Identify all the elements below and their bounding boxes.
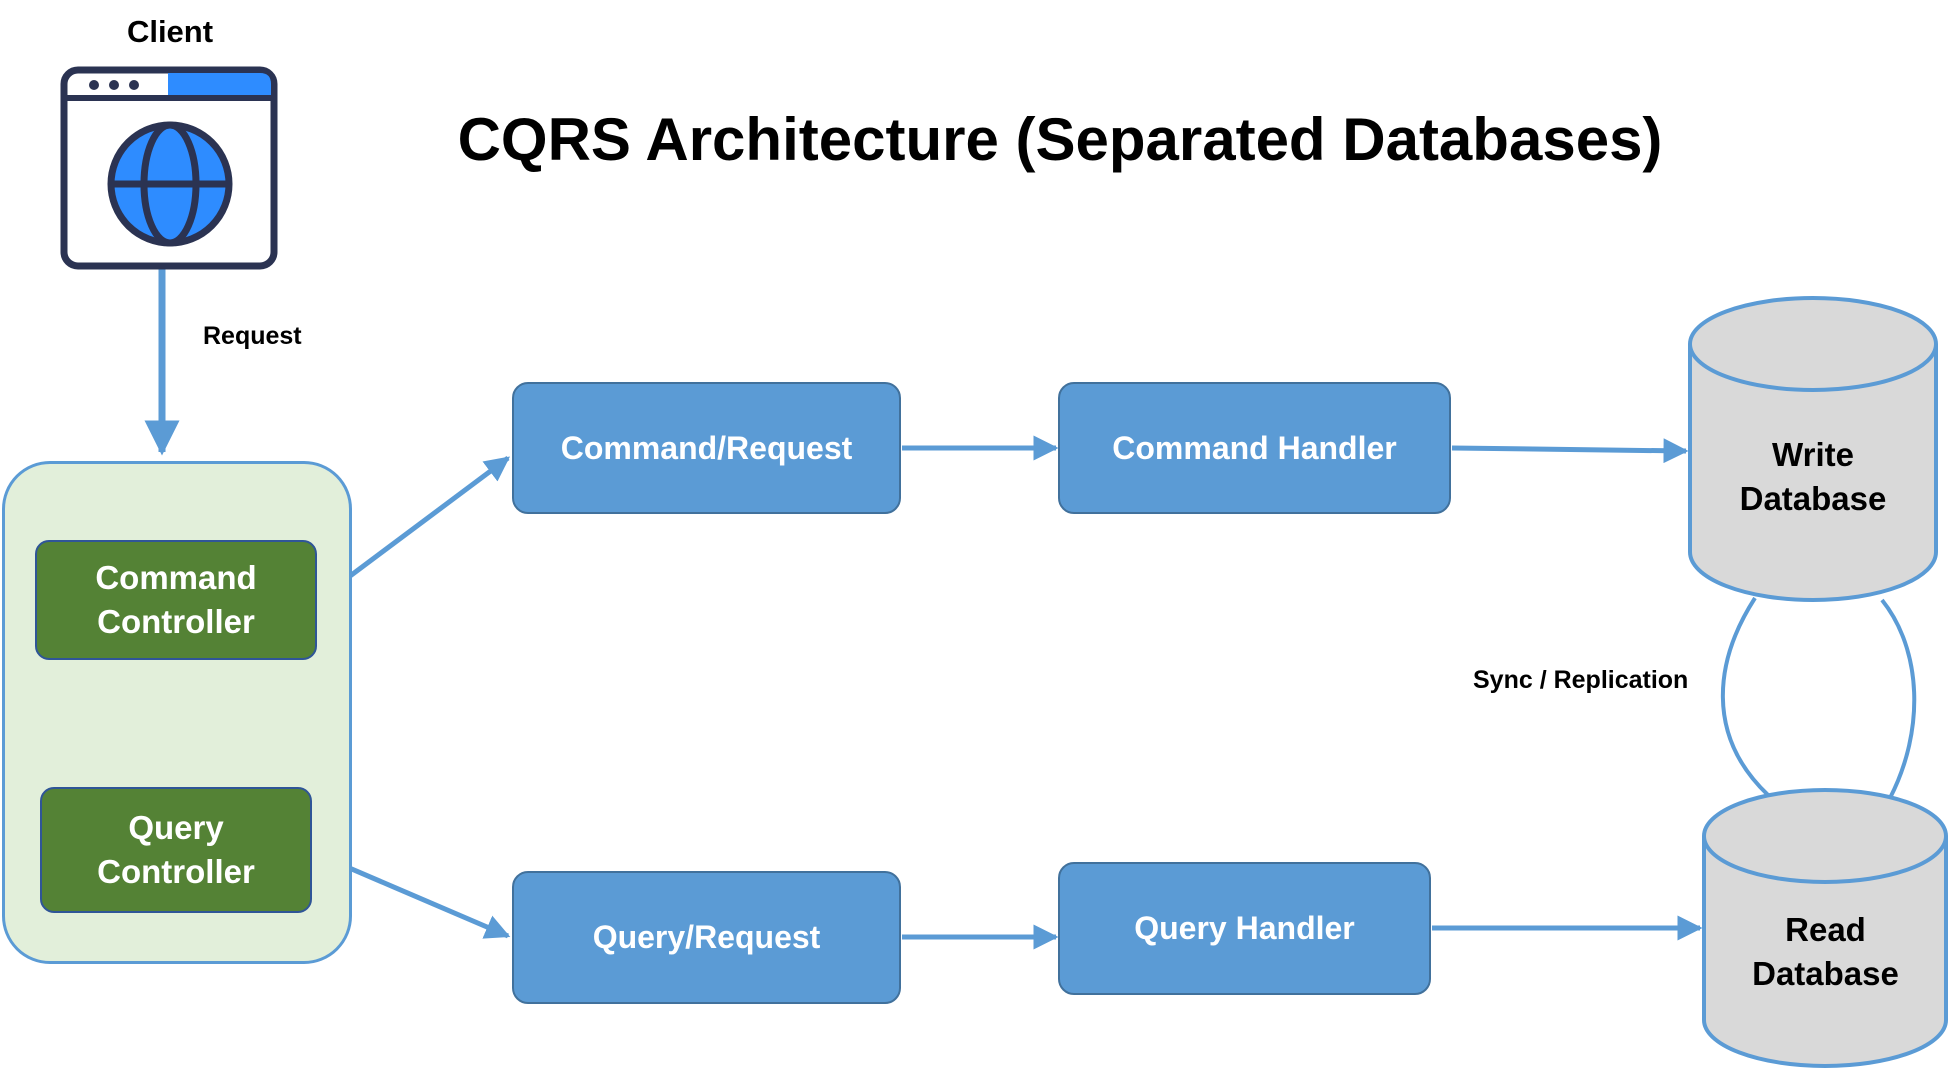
write-database-label: Write Database [1686, 433, 1940, 521]
client-label: Client [126, 14, 214, 49]
sync-curve-left [1720, 596, 1770, 797]
command-controller-line1: Command [95, 559, 257, 596]
command-controller-line2: Controller [97, 603, 255, 640]
command-controller: Command Controller [35, 540, 317, 660]
sync-curve-right [1880, 598, 1917, 799]
query-controller-line1: Query [128, 809, 224, 846]
read-database-cylinder [1702, 788, 1948, 1068]
read-database-label: Read Database [1700, 908, 1951, 996]
query-controller: Query Controller [40, 787, 312, 913]
diagram-title: CQRS Architecture (Separated Databases) [457, 106, 1663, 173]
browser-globe-icon [60, 66, 278, 270]
query-controller-line2: Controller [97, 853, 255, 890]
read-database-line2: Database [1752, 955, 1899, 992]
request-label: Request [203, 322, 302, 350]
write-database-line1: Write [1772, 436, 1854, 473]
command-handler-arrow [1451, 438, 1689, 464]
query-handler-box: Query Handler [1058, 862, 1431, 995]
sync-replication-label: Sync / Replication [1473, 666, 1689, 694]
write-database-cylinder [1688, 296, 1938, 602]
command-handler-box: Command Handler [1058, 382, 1451, 514]
query-request-box: Query/Request [512, 871, 901, 1004]
write-database-line2: Database [1739, 480, 1887, 517]
read-database-line1: Read [1785, 911, 1866, 948]
command-request-box: Command/Request [512, 382, 901, 514]
